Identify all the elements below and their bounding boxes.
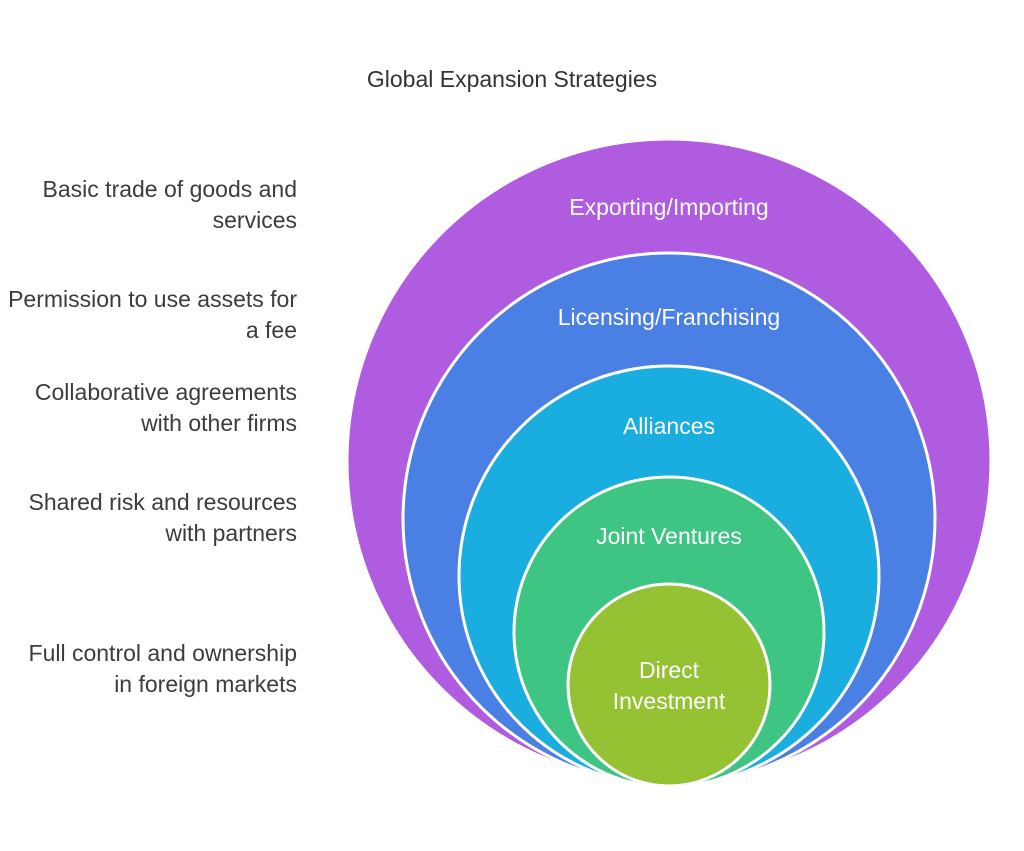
label-direct-investment-line2: Investment: [613, 688, 726, 714]
label-direct-investment-line1: Direct: [639, 657, 700, 683]
ring-direct-investment: [566, 582, 772, 788]
label-licensing-franchising: Licensing/Franchising: [558, 304, 780, 330]
description-direct-investment: Full control and ownership in foreign ma…: [28, 640, 297, 697]
description-alliances: Collaborative agreements with other firm…: [34, 379, 297, 436]
label-exporting-importing: Exporting/Importing: [569, 194, 768, 220]
diagram-title: Global Expansion Strategies: [366, 66, 658, 92]
description-exporting-importing: Basic trade of goods and services: [42, 176, 297, 233]
label-joint-ventures: Joint Ventures: [596, 523, 742, 549]
description-licensing-franchising: Permission to use assets for a fee: [8, 286, 297, 343]
label-alliances: Alliances: [623, 413, 715, 439]
description-joint-ventures: Shared risk and resources with partners: [28, 489, 297, 546]
